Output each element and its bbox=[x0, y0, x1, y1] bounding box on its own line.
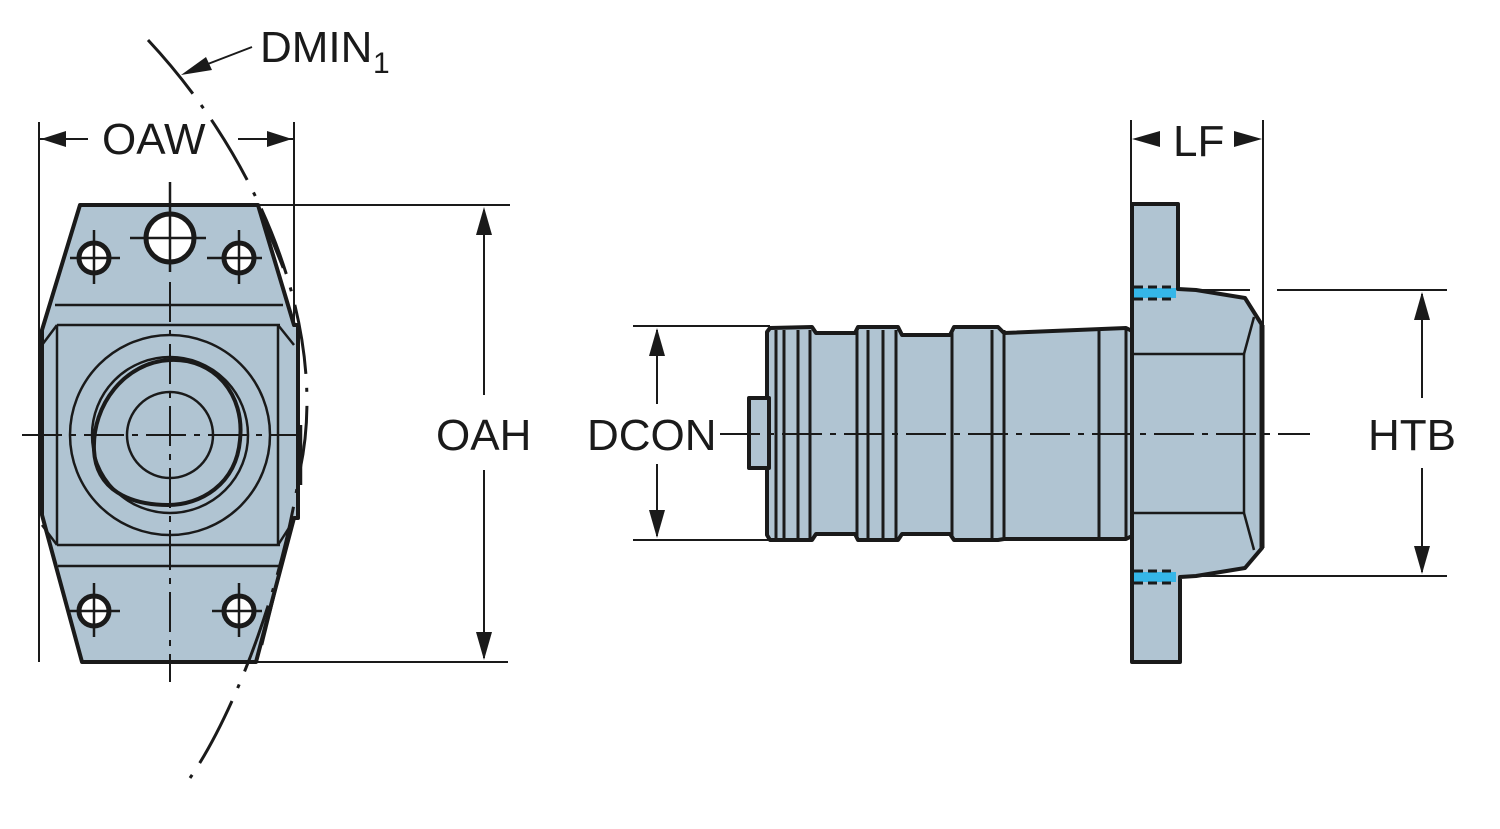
flange-chamfer-bottom bbox=[1242, 512, 1256, 551]
dmin-dimension: DMIN 1 bbox=[181, 23, 390, 80]
dcon-dimension: DCON bbox=[587, 325, 770, 541]
oah-dimension: OAH bbox=[256, 204, 531, 663]
inner-square-left bbox=[41, 324, 58, 346]
oah-label: OAH bbox=[436, 411, 531, 460]
inner-square-tr bbox=[277, 324, 295, 346]
inner-square-bl bbox=[41, 524, 58, 546]
htb-label: HTB bbox=[1368, 411, 1456, 460]
coolant-channel-top bbox=[1134, 288, 1176, 298]
chamfer-hidden-line-bot bbox=[260, 559, 285, 646]
chamfer-hidden-line-top bbox=[261, 217, 285, 269]
lf-label: LF bbox=[1173, 117, 1224, 166]
flange-chamfer-top bbox=[1242, 316, 1256, 355]
oaw-label: OAW bbox=[102, 115, 206, 164]
front-view bbox=[22, 38, 309, 779]
coolant-channel-bottom bbox=[1134, 572, 1176, 582]
side-view bbox=[720, 202, 1310, 664]
htb-dimension: HTB bbox=[1196, 289, 1456, 577]
dmin-subscript: 1 bbox=[373, 47, 390, 80]
dmin-phantom-arc bbox=[146, 38, 309, 779]
oaw-dimension: OAW bbox=[38, 115, 295, 662]
dcon-label: DCON bbox=[587, 411, 717, 460]
lf-dimension: LF bbox=[1130, 117, 1264, 325]
dmin-label: DMIN bbox=[260, 23, 372, 72]
hole-crosshairs bbox=[70, 182, 262, 637]
polygon-coupling-profile bbox=[91, 357, 243, 508]
